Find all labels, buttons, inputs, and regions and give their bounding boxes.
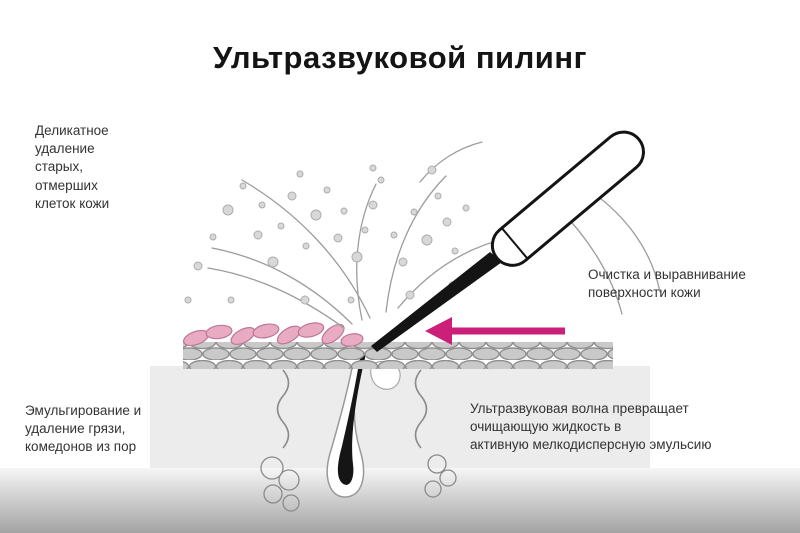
label-emulsification: Эмульгирование и удаление грязи, комедон… [25,403,142,455]
ultrasonic-spatula [371,130,645,352]
label-skin-smoothing: Очистка и выравнивание поверхности кожи [588,267,746,301]
bottom-gradient [0,468,800,533]
label-dead-cells-removal: Деликатное удаление старых, отмерших кле… [35,123,110,211]
sweat-duct-left [260,369,300,512]
label-ultrasonic-wave: Ультразвуковая волна превращает очищающу… [470,401,712,453]
dead-cells-pink [182,322,364,347]
hair [337,351,366,485]
spatula-blade [371,252,502,352]
direction-arrow [425,317,565,345]
dermis-background [150,366,650,476]
spray-particles [184,164,470,305]
sweat-duct-right [414,369,457,498]
skin-cells-layer [183,342,613,369]
diagram-title: Ультразвуковой пилинг [213,40,587,75]
